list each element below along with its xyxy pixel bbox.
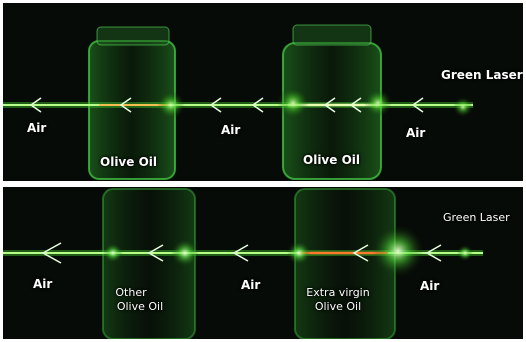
top-air-right-label: Air	[406, 126, 426, 140]
bottom-other-oil-line1-label: Other	[115, 286, 147, 299]
bottom-extra-virgin-line2-label: Olive Oil	[314, 300, 362, 313]
top-green-laser-label: Green Laser	[441, 68, 523, 82]
bottom-green-laser-label: Green Laser	[443, 211, 510, 224]
bottom-air-middle-label: Air	[241, 278, 261, 292]
other-oil-bottle	[102, 188, 196, 339]
top-air-left-label: Air	[27, 121, 47, 135]
direction-arrows	[41, 242, 442, 264]
direction-arrows	[29, 97, 424, 113]
top-air-middle-label: Air	[221, 123, 241, 137]
top-olive-oil-right-label: Olive Oil	[303, 153, 360, 167]
left-jar	[88, 26, 176, 180]
top-olive-oil-left-label: Olive Oil	[100, 155, 157, 169]
bottom-air-right-label: Air	[420, 279, 440, 293]
bottom-photo-panel: Air Other Olive Oil Air Extra virgin Oli…	[3, 187, 523, 339]
bottom-extra-virgin-line1-label: Extra virgin	[306, 286, 370, 299]
right-jar	[282, 24, 382, 180]
bottom-air-left-label: Air	[33, 277, 53, 291]
bottom-other-oil-line2-label: Olive Oil	[116, 300, 164, 313]
top-photo-panel: Air Olive Oil Air Olive Oil Air Green La…	[3, 3, 523, 181]
bottom-panel-illustration	[3, 188, 483, 339]
top-panel-illustration	[3, 24, 473, 180]
